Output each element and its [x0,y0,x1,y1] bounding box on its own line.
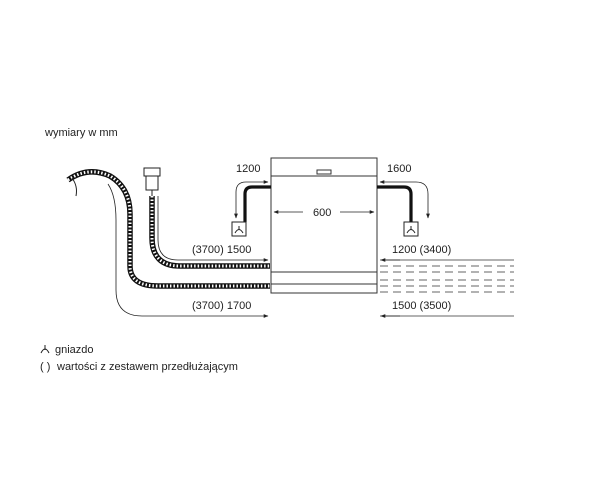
right-upper-reach-label: 1200 (3400) [392,244,451,256]
left-socket-arc [234,180,269,219]
left-upper-reach-line [157,196,269,262]
socket-icon [403,221,419,237]
right-socket-arc [379,180,430,219]
socket-legend-label: gniazdo [55,344,94,356]
drain-hose-hook [71,177,77,197]
socket-icon [231,221,247,237]
extension-legend-symbol: ( ) [40,361,50,373]
water-inlet-tap [143,167,161,196]
legend: gniazdo ( ) wartości z zestawem przedłuż… [40,344,238,373]
drain-hose-ribs [67,170,270,288]
left-lower-reach-label: (3700) 1700 [192,300,251,312]
left-connection-cable [243,185,271,222]
drain-hose [66,169,270,289]
right-extension-lines [380,259,514,317]
extension-legend-label: wartości z zestawem przedłużającym [56,361,238,373]
right-connection-cable [377,185,413,222]
left-socket-distance-label: 1200 [236,163,260,175]
units-caption: wymiary w mm [44,127,118,139]
right-socket-distance-label: 1600 [387,163,411,175]
water-inlet-hose-ribs [150,196,270,268]
left-lower-reach-line [107,183,269,318]
dishwasher-outline [270,157,378,294]
left-upper-reach-label: (3700) 1500 [192,244,251,256]
right-lower-reach-label: 1500 (3500) [392,300,451,312]
width-label: 600 [313,207,331,219]
socket-legend-icon [40,345,50,354]
